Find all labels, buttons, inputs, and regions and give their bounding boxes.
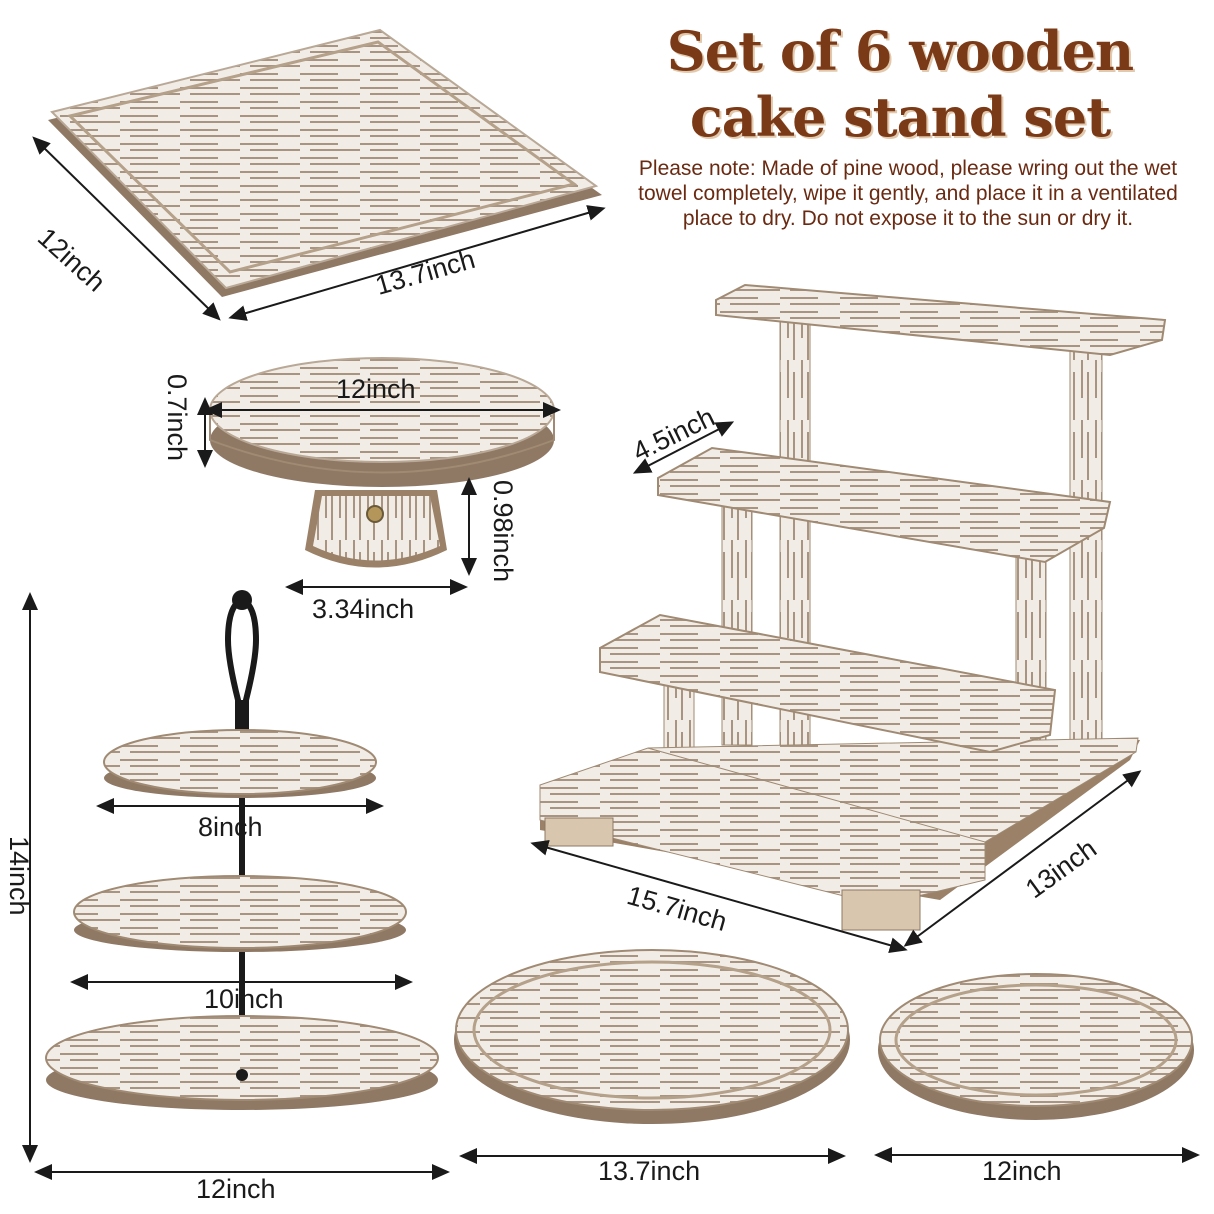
rectangular-tray — [48, 28, 602, 297]
round-tray-small — [878, 973, 1194, 1120]
wooden-riser — [539, 283, 1167, 931]
label-tier-bottom: 12inch — [196, 1174, 276, 1204]
label-tier-height: 14inch — [4, 836, 34, 916]
label-round-tray-large: 13.7inch — [598, 1156, 701, 1186]
label-plate-thickness: 0.7inch — [162, 374, 192, 462]
three-tier-stand — [45, 590, 439, 1110]
label-base-height: 0.98inch — [488, 480, 518, 583]
dimension-arrows — [22, 136, 1200, 1180]
product-title: Set of 6 wooden cake stand set — [600, 18, 1200, 150]
title-line-2: cake stand set — [689, 85, 1111, 149]
label-base-width: 3.34inch — [312, 594, 415, 624]
label-round-tray-small: 12inch — [982, 1156, 1062, 1186]
title-line-1: Set of 6 wooden — [666, 19, 1134, 83]
care-note: Please note: Made of pine wood, please w… — [638, 157, 1178, 230]
round-tray-large — [454, 949, 850, 1124]
label-tier-top: 8inch — [198, 812, 263, 842]
label-cake-stand-diameter: 12inch — [336, 374, 416, 404]
label-tier-middle: 10inch — [204, 984, 284, 1014]
